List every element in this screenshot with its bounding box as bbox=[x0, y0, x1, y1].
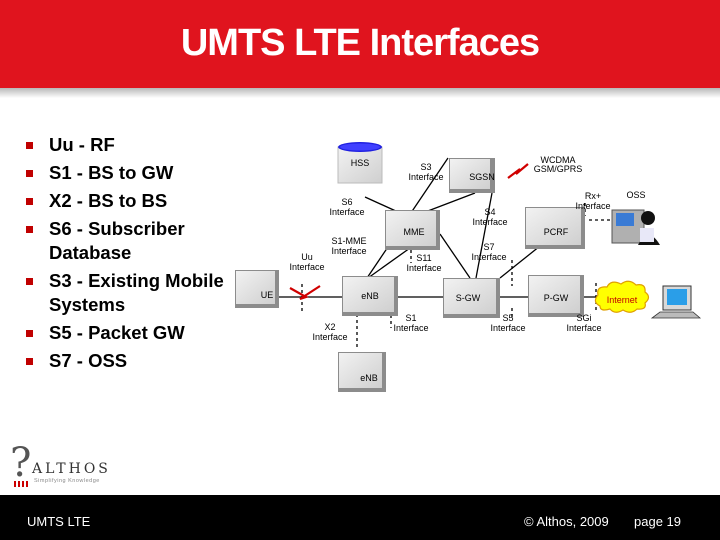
bullet-square-icon bbox=[26, 330, 33, 337]
pcrf-node: PCRF bbox=[525, 207, 585, 249]
pcrf-label: PCRF bbox=[544, 227, 569, 237]
s5-label-2: Interface bbox=[490, 323, 525, 333]
s6-label-2: Interface bbox=[329, 207, 364, 217]
s1-label-2: Interface bbox=[393, 323, 428, 333]
bullet-square-icon bbox=[26, 278, 33, 285]
s6-label-1: S6 bbox=[341, 197, 352, 207]
sgi-label-2: Interface bbox=[566, 323, 601, 333]
logo-tagline: Simplifying Knowledge bbox=[34, 478, 100, 484]
bullet-item: S7 - OSS bbox=[26, 349, 229, 373]
uu-label-1: Uu bbox=[301, 252, 313, 262]
sgw-node: S-GW bbox=[443, 278, 500, 318]
title-shadow bbox=[0, 88, 720, 98]
bullet-square-icon bbox=[26, 170, 33, 177]
mme-node: MME bbox=[385, 210, 440, 250]
internet-cloud: Internet bbox=[594, 280, 650, 313]
sgi-label-1: SGi bbox=[576, 313, 591, 323]
mme-label: MME bbox=[404, 227, 425, 237]
bullet-item: S3 - Existing Mobile Systems bbox=[26, 269, 229, 317]
s7-label-2: Interface bbox=[471, 252, 506, 262]
wcdma-label-line2: GSM/GPRS bbox=[534, 164, 583, 174]
logo-name: ALTHOS bbox=[32, 461, 111, 477]
s1-label-1: S1 bbox=[405, 313, 416, 323]
bullet-square-icon bbox=[26, 226, 33, 233]
enb-top-label: eNB bbox=[361, 291, 379, 301]
sgsn-label: SGSN bbox=[469, 172, 495, 182]
sgsn-node: SGSN bbox=[449, 158, 495, 193]
ue-node: UE bbox=[235, 270, 279, 308]
s4-label-2: Interface bbox=[472, 217, 507, 227]
s3-label-1: S3 bbox=[420, 162, 431, 172]
footer-copyright: © Althos, 2009 bbox=[524, 514, 609, 529]
s1mme-label-1: S1-MME bbox=[331, 236, 366, 246]
bullet-item: S1 - BS to GW bbox=[26, 161, 229, 185]
x2-label-2: Interface bbox=[312, 332, 347, 342]
bullet-item: Uu - RF bbox=[26, 133, 229, 157]
hss-database: HSS bbox=[337, 142, 383, 184]
x2-label-1: X2 bbox=[324, 322, 335, 332]
s11-label-2: Interface bbox=[406, 263, 441, 273]
rx-label-2: Interface bbox=[575, 201, 610, 211]
footer-bar: UMTS LTE © Althos, 2009 page 19 bbox=[0, 495, 720, 540]
uu-label-2: Interface bbox=[289, 262, 324, 272]
pgw-label: P-GW bbox=[544, 293, 569, 303]
ue-label: UE bbox=[261, 290, 274, 300]
oss-label: OSS bbox=[626, 190, 645, 200]
bullet-list: Uu - RF S1 - BS to GW X2 - BS to BS S6 -… bbox=[26, 133, 229, 377]
bullet-item: X2 - BS to BS bbox=[26, 189, 229, 213]
internet-label: Internet bbox=[607, 295, 638, 305]
rx-label-1: Rx+ bbox=[585, 191, 601, 201]
pgw-node: P-GW bbox=[528, 275, 584, 317]
sgw-label: S-GW bbox=[456, 293, 481, 303]
computer-icon bbox=[650, 285, 702, 319]
diagram-labels: WCDMA GSM/GPRS OSS S3 Interface S6 Inter… bbox=[289, 155, 645, 342]
bullet-square-icon bbox=[26, 358, 33, 365]
s11-label-1: S11 bbox=[416, 253, 431, 263]
footer-page-number: page 19 bbox=[634, 514, 681, 529]
enb-top-node: eNB bbox=[342, 276, 398, 316]
wcdma-label-line1: WCDMA bbox=[541, 155, 576, 165]
hss-label: HSS bbox=[351, 158, 370, 168]
logo-dots-icon bbox=[14, 481, 28, 487]
logo-question-mark-icon: ? bbox=[10, 440, 32, 486]
bullet-square-icon bbox=[26, 198, 33, 205]
s5-label-1: S5 bbox=[502, 313, 513, 323]
s1mme-label-2: Interface bbox=[331, 246, 366, 256]
enb-bottom-label: eNB bbox=[360, 373, 378, 383]
s7-label-1: S7 bbox=[483, 242, 494, 252]
s4-label-1: S4 bbox=[484, 207, 495, 217]
oss-operator-icon bbox=[611, 209, 660, 245]
s3-label-2: Interface bbox=[408, 172, 443, 182]
wcdma-radio-icon bbox=[507, 163, 529, 179]
althos-logo: ? ALTHOS Simplifying Knowledge bbox=[10, 443, 120, 488]
bullet-item: S6 - Subscriber Database bbox=[26, 217, 229, 265]
slide-title: UMTS LTE Interfaces bbox=[180, 22, 540, 64]
title-bar bbox=[0, 0, 720, 98]
footer-course-title: UMTS LTE bbox=[27, 514, 91, 529]
bullet-item: S5 - Packet GW bbox=[26, 321, 229, 345]
uu-radio-icon bbox=[289, 285, 321, 301]
enb-bottom-node: eNB bbox=[338, 352, 386, 392]
bullet-square-icon bbox=[26, 142, 33, 149]
